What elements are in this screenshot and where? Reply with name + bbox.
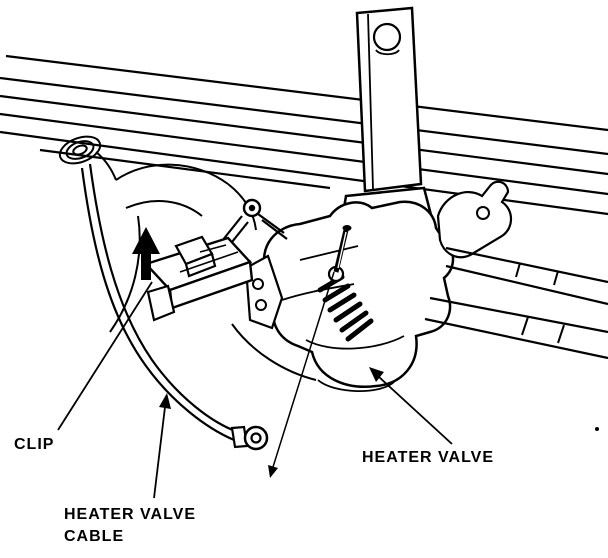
valve-left-bracket: [244, 254, 284, 330]
cable-eyelet: [230, 425, 269, 451]
bracket-hole: [372, 22, 402, 52]
heater-valve-cable-label-line2: CABLE: [64, 528, 124, 545]
stray-dot: [595, 427, 599, 431]
heater-valve-arrow-icon: [369, 367, 453, 445]
clip-drawing: [143, 235, 254, 322]
body-panel-lines: [0, 54, 608, 216]
heater-hoses: [424, 246, 608, 360]
stud-leader-arrow-icon: [268, 271, 335, 478]
right-hook-bracket: [436, 180, 513, 259]
heater-valve-cable-label-line1: HEATER VALVE: [64, 506, 196, 523]
clip-leader-line: [57, 281, 153, 431]
install-direction-arrow-icon: [132, 227, 160, 280]
heater-valve-label: HEATER VALVE: [362, 449, 494, 466]
clip-label: CLIP: [14, 436, 54, 453]
heater-valve-drawing: [262, 200, 455, 393]
heater-valve-cable-drawing: [80, 163, 239, 442]
cable-grommet: [58, 135, 102, 165]
cable-arrow-icon: [153, 393, 171, 499]
valve-lever-stud: [327, 225, 352, 283]
